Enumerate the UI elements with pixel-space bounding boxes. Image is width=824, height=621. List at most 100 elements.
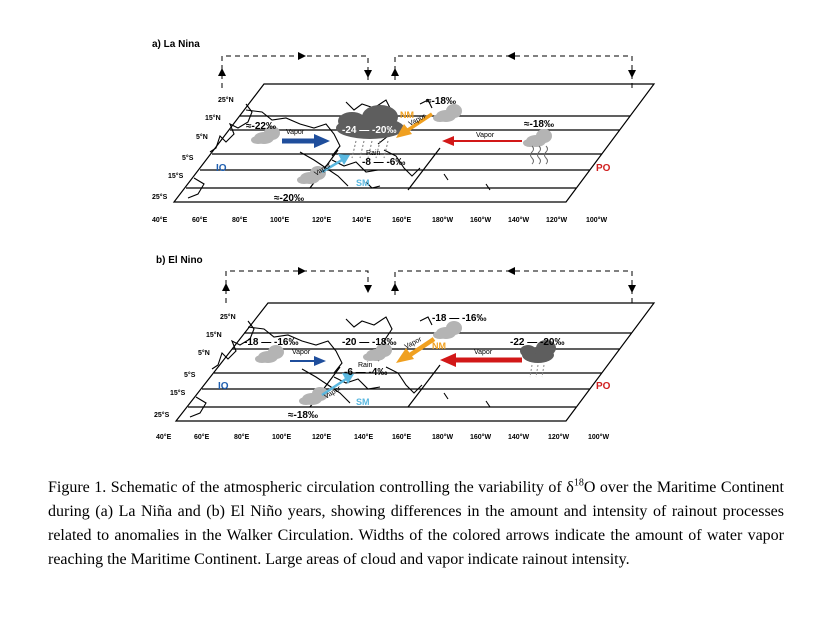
rain-label: Rain	[366, 150, 381, 157]
vapor-arrow-nm	[396, 112, 433, 138]
rain-streaks-icon	[351, 140, 389, 159]
lon-label: 180°W	[432, 216, 453, 224]
cloud-icon	[251, 126, 280, 144]
walker-cells	[225, 270, 633, 303]
lon-label: 100°E	[270, 216, 289, 224]
longitude-labels: 40°E 60°E 80°E 100°E 120°E 140°E 160°E 1…	[152, 216, 607, 224]
value-label: ≈-22‰	[246, 121, 276, 132]
lon-label: 160°E	[392, 216, 411, 224]
longitude-labels: 40°E 60°E 80°E 100°E 120°E 140°E 160°E 1…	[156, 433, 609, 441]
coastlines	[187, 99, 491, 199]
nm-label: NM	[432, 341, 446, 351]
nm-label: NM	[400, 110, 414, 120]
cloud-icon	[363, 343, 392, 361]
lat-label: 15°S	[168, 172, 184, 180]
vapor-arrow-po	[440, 353, 522, 367]
vapor-arrow-sm	[321, 154, 350, 174]
lat-label: 25°N	[220, 313, 236, 321]
walker-cell-arrowheads	[218, 52, 636, 78]
value-label: -8 — -6‰	[362, 157, 405, 168]
value-label: -6 — -4‰	[344, 367, 387, 378]
cloud-icon	[433, 321, 462, 339]
vapor-arrow-io	[282, 134, 330, 148]
sm-label: SM	[356, 178, 370, 188]
lon-label: 140°W	[508, 216, 529, 224]
value-label: -18 — -16‰	[432, 313, 486, 324]
lon-label: 140°E	[352, 216, 371, 224]
value-label: ≈-18‰	[426, 96, 456, 107]
sm-label: SM	[356, 397, 370, 407]
lat-label: 25°S	[152, 193, 168, 201]
lon-label: 160°W	[470, 433, 491, 441]
latitude-labels: 25°N 15°N 5°N 5°S 15°S 25°S	[154, 313, 236, 419]
lon-label: 80°E	[234, 433, 250, 441]
value-label: -18 — -16‰	[244, 337, 298, 348]
vapor-arrow-nm	[396, 337, 436, 363]
lon-label: 160°W	[470, 216, 491, 224]
lon-label: 40°E	[152, 216, 168, 224]
panel-title: b) El Nino	[156, 255, 203, 266]
lat-label: 5°N	[198, 349, 210, 357]
value-label: -24 — -20‰	[342, 125, 396, 136]
vapor-label: Vapor	[286, 129, 305, 136]
vapor-arrow-sm	[321, 373, 354, 397]
cloud-icon	[433, 104, 462, 122]
vapor-label: Vapor	[476, 132, 495, 139]
region-label-io: IO	[216, 163, 227, 174]
lon-label: 40°E	[156, 433, 172, 441]
cloud-icon	[255, 345, 284, 363]
lat-label: 15°S	[170, 389, 186, 397]
lon-label: 120°E	[312, 216, 331, 224]
vapor-squiggle-icon	[530, 145, 548, 165]
map-frame	[174, 302, 656, 422]
lon-label: 60°E	[194, 433, 210, 441]
lat-label: 25°S	[154, 411, 170, 419]
lon-label: 100°W	[588, 433, 609, 441]
lat-label: 15°N	[206, 331, 222, 339]
walker-circulation-figure: a) La Nina	[152, 39, 656, 441]
region-label-po: PO	[596, 163, 611, 174]
lon-label: 140°W	[508, 433, 529, 441]
lat-label: 5°S	[182, 154, 194, 162]
cloud-icon	[523, 129, 552, 147]
vapor-arrow-po	[442, 136, 522, 146]
walker-cells	[221, 55, 633, 88]
rain-label: Rain	[358, 362, 373, 369]
panel-la-nina: a) La Nina	[152, 39, 656, 224]
region-label-io: IO	[218, 381, 229, 392]
lat-label: 25°N	[218, 96, 234, 104]
lon-label: 100°E	[272, 433, 291, 441]
vapor-label: Vapor	[292, 349, 311, 356]
region-label-po: PO	[596, 381, 611, 392]
caption-text-start: Figure 1. Schematic of the atmospheric c…	[48, 479, 574, 496]
value-label: -22 — -20‰	[510, 337, 564, 348]
lon-label: 80°E	[232, 216, 248, 224]
lat-label: 5°S	[184, 371, 196, 379]
vapor-label: Vapor	[474, 349, 493, 356]
lon-label: 180°W	[432, 433, 453, 441]
lon-label: 120°W	[548, 433, 569, 441]
lat-label: 15°N	[205, 114, 221, 122]
rain-cloud-icon	[520, 340, 556, 363]
lon-label: 60°E	[192, 216, 208, 224]
figure-caption: Figure 1. Schematic of the atmospheric c…	[48, 476, 784, 572]
map-frame	[172, 83, 656, 203]
panel-el-nino: b) El Nino	[154, 255, 656, 441]
lon-label: 120°E	[312, 433, 331, 441]
cloud-icon	[297, 166, 326, 184]
value-label: ≈-18‰	[524, 119, 554, 130]
rain-streaks-icon	[529, 364, 545, 378]
walker-cell-arrowheads	[222, 267, 636, 293]
lon-label: 120°W	[546, 216, 567, 224]
value-label: ≈-18‰	[288, 410, 318, 421]
cloud-icon	[299, 387, 328, 405]
lon-label: 140°E	[354, 433, 373, 441]
panel-title: a) La Nina	[152, 39, 200, 50]
value-label: -20 — -18‰	[342, 337, 396, 348]
lon-label: 100°W	[586, 216, 607, 224]
latitude-labels: 25°N 15°N 5°N 5°S 15°S 25°S	[152, 96, 234, 201]
caption-text-end: O over the Maritime Continent during (a)…	[48, 479, 785, 568]
value-label: ≈-20‰	[274, 193, 304, 204]
lat-label: 5°N	[196, 133, 208, 141]
rain-cloud-icon	[336, 105, 404, 139]
